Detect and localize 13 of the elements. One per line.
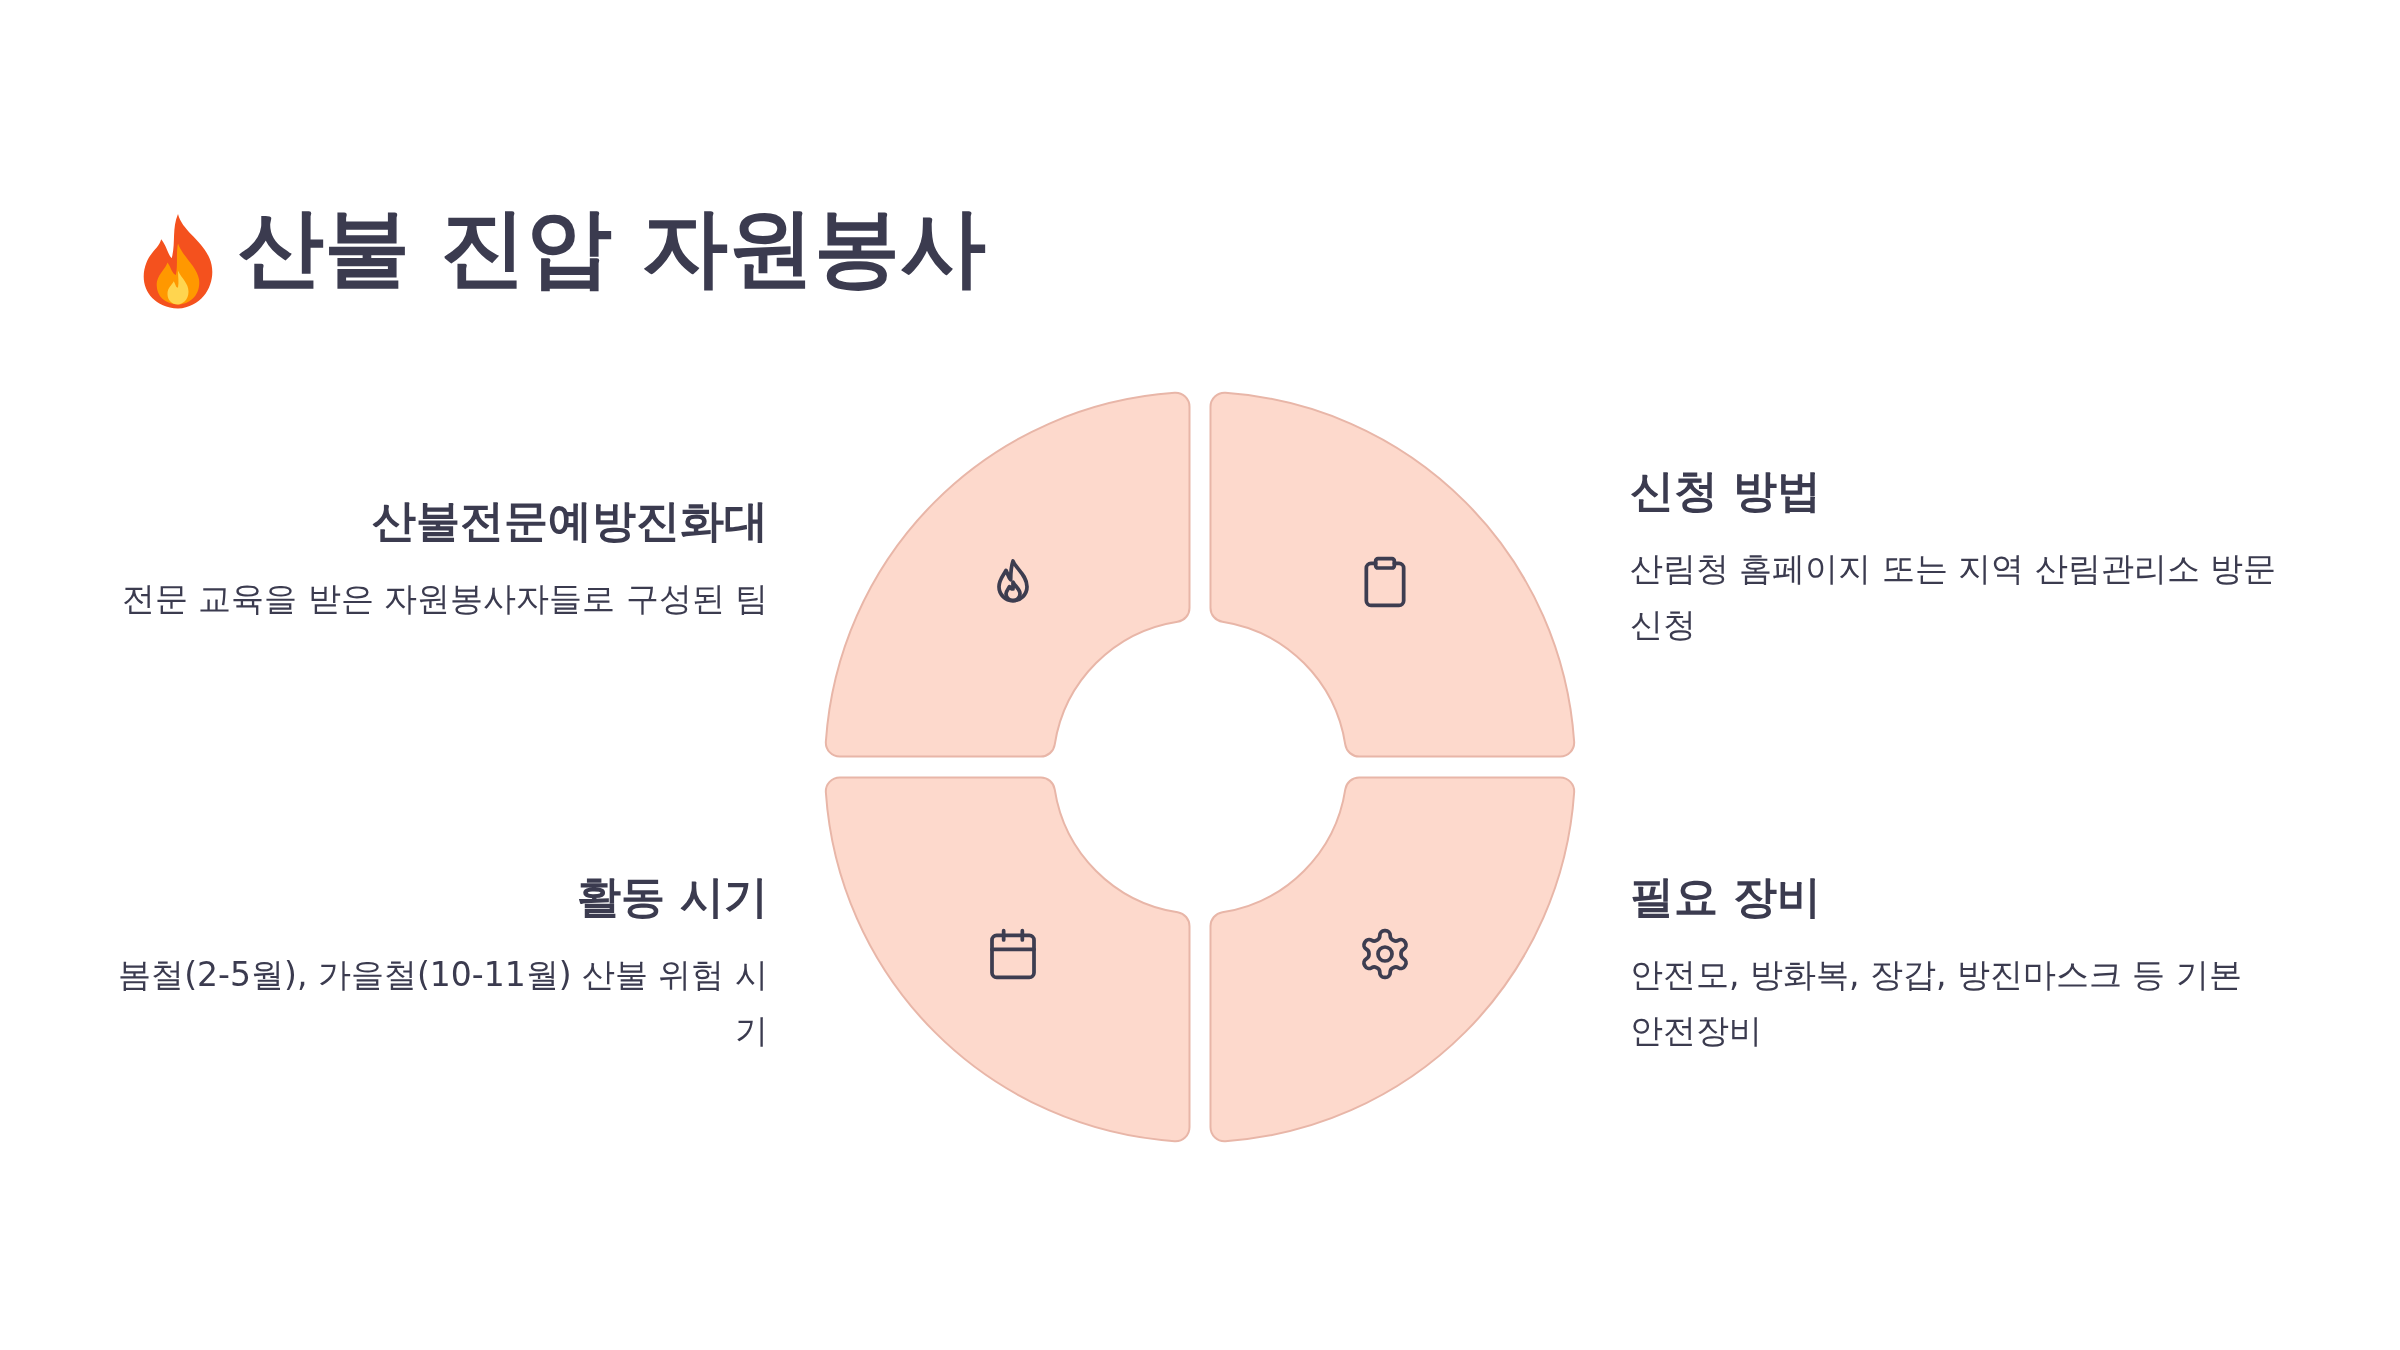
quarter-ring-segment: [1209, 776, 1576, 1143]
description-text: 봄철(2-5월), 가을철(10-11월) 산불 위험 시기: [118, 954, 768, 1053]
description-text: 산림청 홈페이지 또는 지역 산림관리소 방문 신청: [1630, 548, 2278, 647]
description-text: 안전모, 방화복, 장갑, 방진마스크 등 기본 안전장비: [1630, 954, 2243, 1053]
quarter-ring-segment: [824, 776, 1191, 1143]
quarter-ring-segment: [824, 391, 1191, 758]
section-heading: 신청 방법: [1630, 464, 1823, 518]
section-heading: 산불전문예방진화대: [371, 494, 768, 548]
quarter-ring-segment: [1209, 391, 1576, 758]
title: 산불 진압 자원봉사: [238, 196, 986, 299]
description-text: 전문 교육을 받은 자원봉사자들로 구성된 팀: [120, 578, 768, 621]
section-heading: 활동 시기: [575, 870, 768, 924]
section-heading: 필요 장비: [1630, 870, 1823, 924]
